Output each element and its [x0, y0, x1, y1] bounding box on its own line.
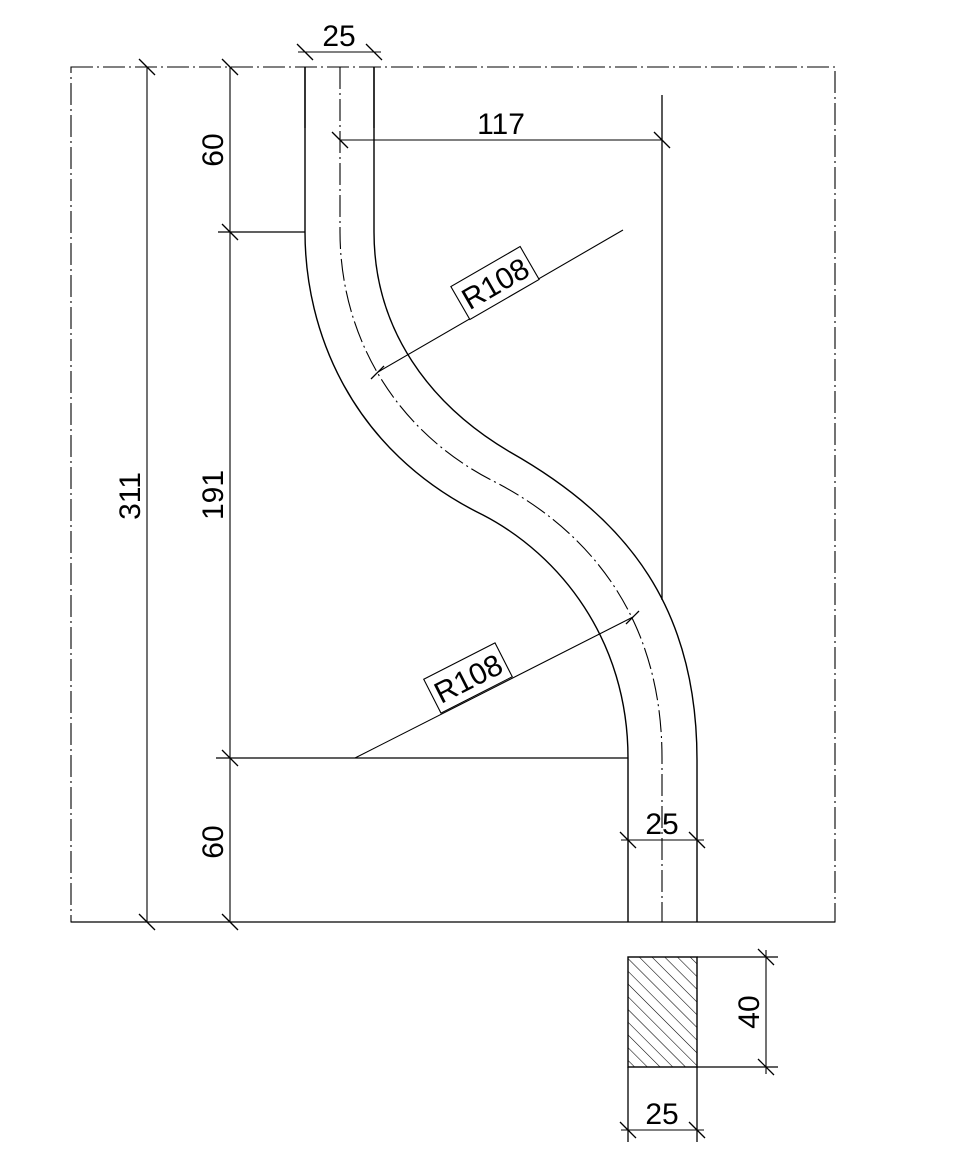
profile-right-edge — [373, 67, 698, 922]
dim-60-top-label: 60 — [197, 133, 230, 166]
cross-section: 40 25 — [619, 948, 778, 1142]
section-hatched-rect — [627, 956, 698, 1068]
dim-25-top-label: 25 — [322, 20, 355, 53]
section-width-label: 25 — [645, 1098, 678, 1131]
section-height-label: 40 — [733, 995, 766, 1028]
dim-total-height: 311 — [114, 58, 156, 931]
dim-bottom-width: 25 — [619, 808, 706, 849]
dim-top-width: 25 — [296, 20, 383, 128]
dim-25-bottom-label: 25 — [645, 808, 678, 841]
s-profile — [304, 67, 698, 922]
dim-offset: 117 — [331, 108, 671, 149]
dim-60-bottom-label: 60 — [197, 825, 230, 858]
dim-191-label: 191 — [197, 470, 230, 520]
dim-311-label: 311 — [114, 472, 147, 520]
dim-vertical-chain: 60 191 60 — [197, 58, 239, 931]
dim-117-label: 117 — [477, 108, 525, 141]
profile-left-edge — [304, 67, 629, 922]
bounding-frame — [70, 66, 836, 923]
profile-centerline — [339, 67, 663, 922]
radius-lower: R108 — [354, 610, 640, 759]
